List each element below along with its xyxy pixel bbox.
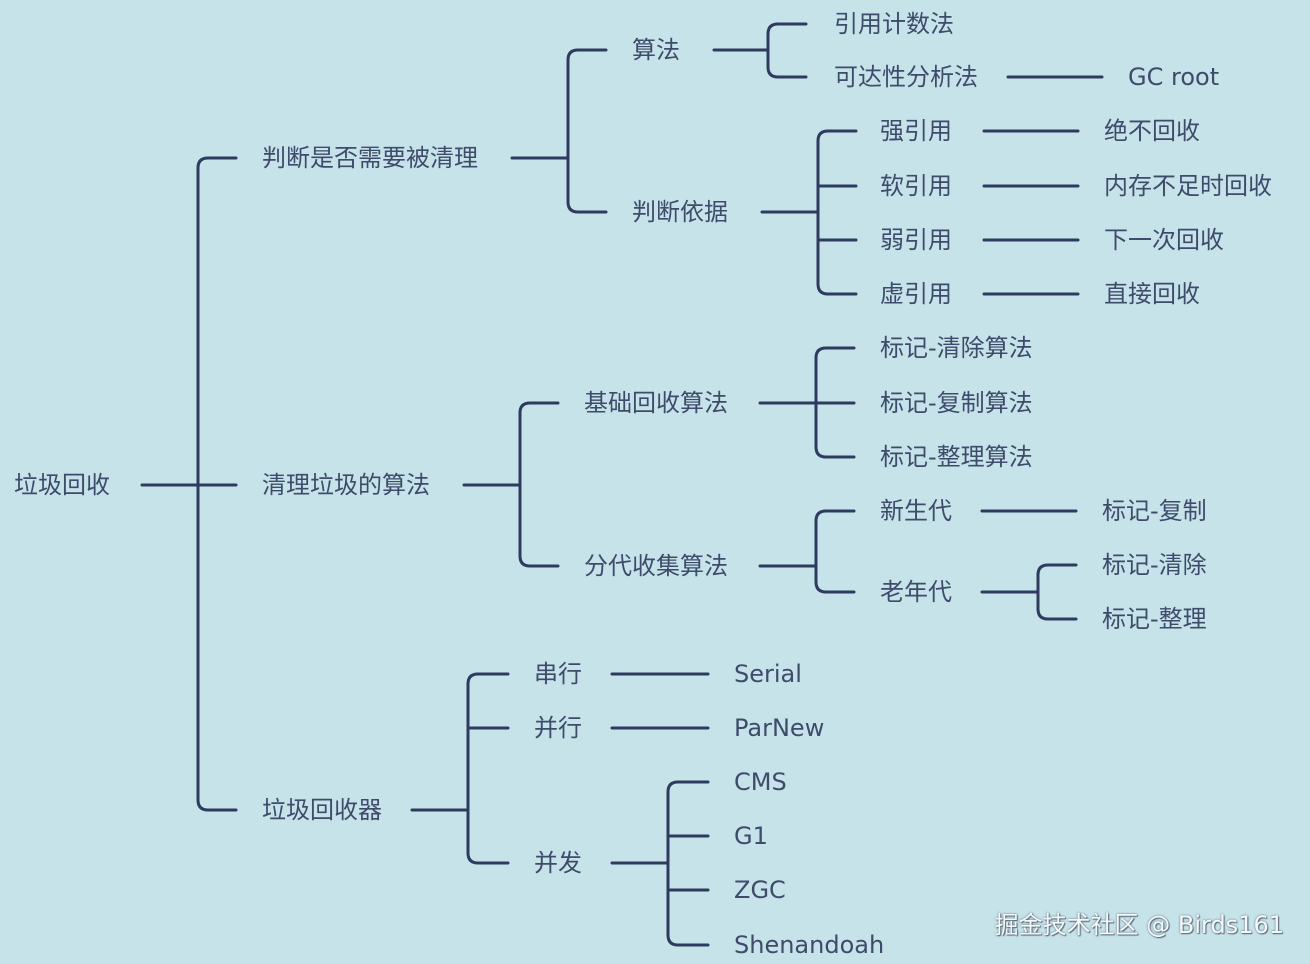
node-phantom-result: 直接回收 (1104, 280, 1200, 308)
node-young-gen: 新生代 (880, 497, 952, 525)
node-mark-copy-algo: 标记-复制算法 (880, 389, 1033, 417)
node-parnew-name: ParNew (734, 714, 825, 742)
node-gc-root: GC root (1128, 63, 1220, 91)
node-reachability: 可达性分析法 (834, 63, 978, 91)
node-generational: 分代收集算法 (584, 552, 728, 580)
edge-basis-spine (816, 129, 858, 296)
node-g1: G1 (734, 822, 768, 850)
watermark: 掘金技术社区 @ Birds161 (994, 911, 1284, 939)
node-soft-result: 内存不足时回收 (1104, 172, 1272, 200)
node-shenandoah: Shenandoah (734, 931, 885, 959)
node-strong-ref: 强引用 (880, 117, 952, 145)
node-root: 垃圾回收 (14, 471, 110, 499)
node-strong-result: 绝不回收 (1104, 117, 1200, 145)
node-parallel: 并行 (534, 714, 582, 742)
node-mark-sweep-algo: 标记-清除算法 (880, 334, 1033, 362)
node-young-algo: 标记-复制 (1102, 497, 1207, 525)
node-weak-result: 下一次回收 (1104, 226, 1224, 254)
node-weak-ref: 弱引用 (880, 226, 952, 254)
node-basis: 判断依据 (632, 198, 728, 226)
edge-collectors-spine (466, 672, 510, 865)
node-old-gen: 老年代 (880, 578, 952, 606)
node-concurrent: 并发 (534, 849, 582, 877)
edge-algorithms-spine (518, 401, 560, 568)
node-judge: 判断是否需要被清理 (262, 144, 478, 172)
node-phantom-ref: 虚引用 (880, 280, 952, 308)
edge-algo-spine (766, 22, 808, 79)
node-collectors: 垃圾回收器 (262, 796, 382, 824)
node-ref-count: 引用计数法 (834, 10, 954, 38)
edge-concurrent-spine (666, 780, 710, 947)
node-serial-name: Serial (734, 660, 802, 688)
node-old-algo-compact: 标记-整理 (1102, 605, 1207, 633)
node-zgc: ZGC (734, 876, 786, 904)
node-old-algo-sweep: 标记-清除 (1102, 551, 1207, 579)
node-algo: 算法 (632, 36, 680, 64)
node-soft-ref: 软引用 (880, 172, 952, 200)
node-mark-compact-algo: 标记-整理算法 (880, 443, 1033, 471)
node-algorithms: 清理垃圾的算法 (262, 471, 430, 499)
edge-generational-spine (814, 509, 856, 594)
node-basic-algo: 基础回收算法 (584, 389, 728, 417)
node-serial: 串行 (534, 660, 582, 688)
node-cms: CMS (734, 768, 787, 796)
edge-old-spine (1036, 563, 1078, 621)
edge-judge-spine (566, 48, 608, 214)
